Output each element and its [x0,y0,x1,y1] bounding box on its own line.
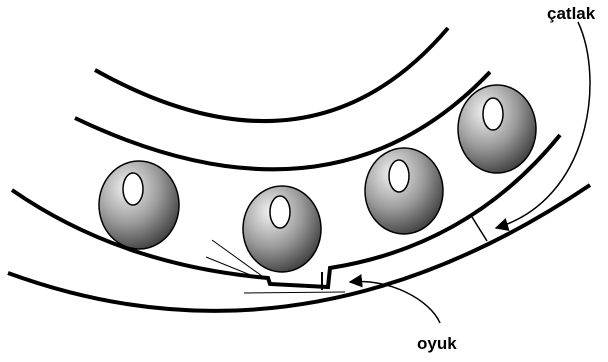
ball-4 [458,85,536,173]
pit-label: oyuk [417,334,457,353]
crack-label: çatlak [547,4,596,23]
pit-arrow [350,282,440,323]
crack-defect [472,217,487,241]
ball-3 [365,148,443,234]
ball-2 [243,186,321,272]
ball-1 [99,161,179,249]
outer-race-inner-arc [95,28,448,121]
